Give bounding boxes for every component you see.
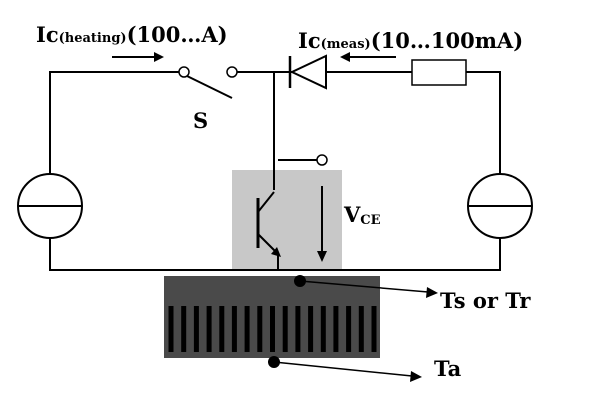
- heatsink-fin: [193, 306, 199, 352]
- heatsink-fin: [346, 306, 352, 352]
- heatsink-fin: [244, 306, 250, 352]
- heatsink-fin: [206, 306, 212, 352]
- current-arrow-heating: [112, 52, 164, 62]
- heatsink-fin: [371, 306, 377, 352]
- vce-terminal: [316, 154, 328, 166]
- heatsink-fin: [333, 306, 339, 352]
- vce-arrow: [317, 186, 327, 262]
- heatsink-fin: [358, 306, 364, 352]
- heatsink-fin: [320, 306, 326, 352]
- ta-pointer: [268, 356, 422, 382]
- heatsink-fin: [257, 306, 263, 352]
- heatsink-fin: [231, 306, 237, 352]
- heatsink-fin: [295, 306, 301, 352]
- ts-tr-pointer: [294, 275, 438, 298]
- current-source-heating: [17, 173, 83, 239]
- heatsink-fin: [181, 306, 187, 352]
- switch-s: [178, 66, 238, 99]
- heatsink-fin: [282, 306, 288, 352]
- heatsink-fin: [219, 306, 225, 352]
- current-source-measurement: [467, 173, 533, 239]
- heatsink: [164, 276, 380, 358]
- heatsink-fin: [308, 306, 314, 352]
- resistor: [411, 59, 467, 86]
- transistor-symbol: [256, 191, 281, 270]
- transistor-package: [232, 170, 342, 270]
- label-ic-heating: Ic(heating)(100…A): [36, 22, 228, 47]
- label-switch: S: [193, 108, 208, 133]
- heatsink-fin: [270, 306, 275, 352]
- current-arrow-measurement: [340, 52, 396, 62]
- label-vce: VCE: [343, 202, 381, 228]
- label-ts-tr: Ts or Tr: [440, 288, 531, 313]
- heatsink-fin: [168, 306, 174, 352]
- heatsink-fins: [168, 306, 377, 352]
- diode: [288, 54, 327, 90]
- label-ta: Ta: [434, 356, 462, 381]
- label-ic-meas: Ic(meas)(10…100mA): [298, 28, 523, 53]
